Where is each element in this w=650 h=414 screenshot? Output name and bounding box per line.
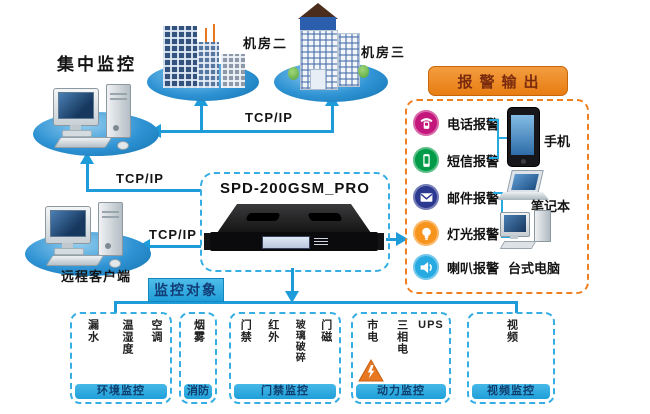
- sensor-group-video: 视频 视频监控: [467, 312, 555, 404]
- sensor-group-power: 市电 三相电 UPS 动力监控: [351, 312, 451, 404]
- speaker-alarm-icon: [413, 254, 439, 280]
- alarm-item-label: 短信报警: [447, 153, 500, 169]
- mobile-phone-label: 手机: [544, 134, 571, 149]
- bottom-bus-line: [114, 301, 518, 304]
- sensor-temp-humidity: 温湿度: [121, 319, 133, 355]
- sensor-video: 视频: [505, 319, 518, 343]
- room3-buildings-icon: [286, 3, 374, 91]
- room2-buildings-icon: [157, 22, 253, 88]
- bottom-bus-left-drop: [114, 301, 117, 313]
- sensor-ups: UPS: [418, 319, 444, 331]
- tcpip-label-remote: TCP/IP: [149, 227, 197, 242]
- group-label-power: 动力监控: [356, 384, 446, 399]
- sensor-air-conditioner: 空调: [150, 319, 162, 343]
- central-computer-icon: [53, 84, 133, 150]
- telephone-alarm-icon: [413, 110, 439, 136]
- sensor-group-access: 门禁 红外 玻璃破碎 门磁 门禁监控: [229, 312, 341, 404]
- group-label-environment: 环境监控: [75, 384, 167, 399]
- bottom-bus-right-drop: [515, 301, 518, 313]
- mobile-phone-icon: [507, 107, 540, 167]
- sensor-door-magnet: 门磁: [319, 319, 332, 343]
- sensor-mains-power: 市电: [358, 319, 385, 382]
- tcpip-label-central: TCP/IP: [116, 171, 164, 186]
- water-leak-icon: [80, 367, 104, 382]
- laptop-icon: [497, 170, 549, 202]
- room3-label: 机房三: [361, 45, 407, 60]
- alarm-item-sms: 短信报警: [413, 147, 499, 173]
- device-alarm-line: [386, 238, 398, 241]
- sensor-water-leak: 漏水: [80, 319, 104, 382]
- arrow-to-monitor-icon: [285, 291, 299, 303]
- central-device-hline: [86, 189, 201, 192]
- central-monitoring-label: 集中监控: [57, 55, 137, 74]
- group-label-fire: 消防: [184, 384, 212, 399]
- alarm-item-telephone: 电话报警: [413, 110, 499, 136]
- sensor-glass-break: 玻璃破碎: [293, 319, 305, 363]
- spd-device-top-icon: [217, 204, 371, 233]
- top-bus-line: [160, 130, 334, 133]
- room2-link-line: [200, 105, 203, 131]
- desktop-computer-label: 台式电脑: [508, 261, 561, 276]
- remote-client-label: 远程客户端: [61, 269, 132, 284]
- sensor-three-phase: 三相电: [395, 319, 408, 355]
- mail-alarm-icon: [413, 184, 439, 210]
- spd-device-box: SPD-200GSM_PRO: [200, 172, 390, 272]
- alarm-item-speaker: 喇叭报警: [413, 254, 499, 280]
- sms-alarm-icon: [413, 147, 439, 173]
- monitoring-objects-header: 监控对象: [148, 278, 224, 302]
- alarm-item-label: 电话报警: [447, 116, 500, 132]
- mains-warning-icon: [358, 359, 385, 382]
- sensor-group-environment: 漏水 温湿度 空调 环境监控: [70, 312, 172, 404]
- remote-computer-icon: [45, 202, 125, 268]
- remote-device-line: [149, 245, 201, 248]
- spd-device-title: SPD-200GSM_PRO: [220, 180, 370, 197]
- desktop-computer-icon: [499, 210, 556, 256]
- group-label-access: 门禁监控: [234, 384, 336, 399]
- alarm-output-panel: 电话报警 短信报警 邮件报警: [405, 99, 589, 294]
- sensor-infrared: 红外: [266, 319, 279, 343]
- light-alarm-icon: [413, 220, 439, 246]
- room3-link-line: [331, 105, 334, 131]
- sensor-smoke: 烟雾: [192, 319, 205, 343]
- alarm-item-mail: 邮件报警: [413, 184, 499, 210]
- device-monitor-line: [291, 268, 294, 293]
- room2-label: 机房二: [243, 36, 289, 51]
- spd-device-lcd: [262, 236, 310, 249]
- group-label-video: 视频监控: [472, 384, 550, 399]
- alarm-item-label: 邮件报警: [447, 190, 500, 206]
- alarm-item-light: 灯光报警: [413, 220, 499, 246]
- alarm-item-label: 灯光报警: [447, 226, 500, 242]
- tcpip-label-top: TCP/IP: [245, 110, 293, 125]
- sensor-group-fire: 烟雾 消防: [179, 312, 217, 404]
- alarm-item-label: 喇叭报警: [447, 260, 500, 276]
- sensor-access-door: 门禁: [239, 319, 252, 343]
- central-device-vline: [86, 162, 89, 192]
- alarm-output-header: 报警输出: [428, 66, 568, 96]
